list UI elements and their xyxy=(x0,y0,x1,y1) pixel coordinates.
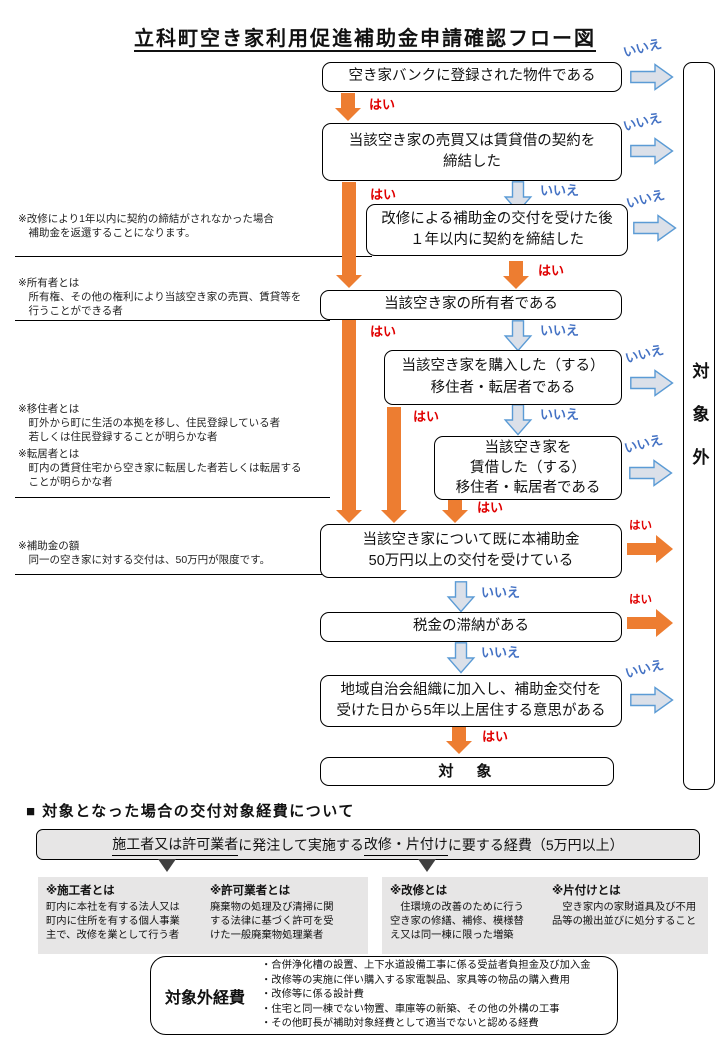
pointer-triangle-icon xyxy=(418,859,436,872)
yes-label: はい xyxy=(538,263,565,278)
definition-licensed-operator: ※許可業者とは 廃棄物の処理及び清掃に関 する法律に基づく許可を受 けた一般廃棄… xyxy=(210,882,360,949)
pointer-triangle-icon xyxy=(158,859,176,872)
definition-title: ※施工者とは xyxy=(46,885,115,897)
excluded-item: ・改修等に係る設計費 xyxy=(261,989,364,1001)
definition-block-left: ※施工者とは 町内に本社を有する法人又は 町内に住所を有する個人事業 主で、改修… xyxy=(38,877,368,954)
expense-main-part: 改修・片付け xyxy=(363,834,448,856)
no-arrow-right-icon xyxy=(630,63,674,91)
no-label: いいえ xyxy=(622,431,665,456)
yes-label: はい xyxy=(370,187,397,202)
yes-arrow-down-icon xyxy=(503,261,529,289)
expense-main-box: 施工者又は許可業者に発注して実施する改修・片付けに要する経費（5万円以上） xyxy=(36,829,700,860)
note-divider xyxy=(15,320,330,321)
definition-cleanup: ※片付けとは 空き家内の家財道具及び不用 品等の搬出並びに処分すること xyxy=(552,882,700,949)
excluded-item: ・改修等の実施に伴い購入する家電製品、家具等の物品の購入費用 xyxy=(261,974,570,986)
note-owner-definition: ※所有者とは 所有権、その他の権利により当該空き家の売買、賃貸等を 行うことがで… xyxy=(18,277,302,318)
yes-arrow-down-icon xyxy=(446,727,472,754)
expense-section-heading: ■ 対象となった場合の交付対象経費について xyxy=(26,803,355,820)
no-label: いいえ xyxy=(621,35,664,60)
no-label: いいえ xyxy=(540,407,580,422)
flow-box-owner: 当該空き家の所有者である xyxy=(320,290,622,320)
excluded-item: ・その他町長が補助対象経費として適当でないと認める経費 xyxy=(261,1018,539,1030)
excluded-expenses-label: 対象外経費 xyxy=(165,989,246,1007)
no-label: いいえ xyxy=(481,585,521,600)
expense-main-part: 施工者又は許可業者 xyxy=(112,834,239,856)
flow-box-renter-immigrant: 当該空き家を 賃借した（する） 移住者・転居者である xyxy=(434,436,622,500)
note-subsidy-limit: ※補助金の額 同一の空き家に対する交付は、50万円が限度です。 xyxy=(18,540,271,567)
definition-body: 廃棄物の処理及び清掃に関 する法律に基づく許可を受 けた一般廃棄物処理業者 xyxy=(210,902,334,942)
flow-box-residence-intent: 地域自治会組織に加入し、補助金交付を 受けた日から5年以上居住する意思がある xyxy=(320,675,622,727)
flow-box-result-eligible: 対 象 xyxy=(320,757,614,786)
yes-label: はい xyxy=(370,324,397,339)
yes-label: はい xyxy=(477,500,504,515)
no-arrow-down-icon xyxy=(503,320,533,352)
exclusion-column: 対象外 xyxy=(683,62,715,790)
yes-arrow-down-icon xyxy=(336,320,362,523)
yes-label: はい xyxy=(413,409,440,424)
flow-box-contract-concluded: 当該空き家の売買又は賃貸借の契約を 締結した xyxy=(322,123,622,181)
note-mover-definition: ※転居者とは 町内の賃貸住宅から空き家に転居した者若しくは転居する ことが明らか… xyxy=(18,448,302,489)
flow-box-already-received: 当該空き家について既に本補助金 50万円以上の交付を受けている xyxy=(320,524,622,578)
no-arrow-down-icon xyxy=(446,581,476,613)
note-divider xyxy=(15,256,372,257)
no-label: いいえ xyxy=(623,341,666,366)
note-renovation-refund: ※改修により1年以内に契約の締結がされなかった場合 補助金を返還することになりま… xyxy=(18,213,274,240)
yes-label: はい xyxy=(482,729,509,744)
no-arrow-right-icon xyxy=(629,459,673,487)
flow-box-buyer-immigrant: 当該空き家を購入した（する） 移住者・転居者である xyxy=(384,350,622,405)
no-label: いいえ xyxy=(481,645,521,660)
no-arrow-down-icon xyxy=(503,404,533,436)
excluded-item: ・合併浄化槽の設置、上下水道設備工事に係る受益者負担金及び加入金 xyxy=(261,959,591,971)
definition-title: ※改修とは xyxy=(390,885,448,897)
no-label: いいえ xyxy=(540,323,580,338)
flow-box-renovation-contract: 改修による補助金の交付を受けた後 １年以内に契約を締結した xyxy=(366,204,628,256)
yes-arrow-right-icon xyxy=(627,609,673,637)
no-arrow-right-icon xyxy=(633,214,677,242)
exclusion-label: 対象外 xyxy=(689,361,709,491)
definition-block-right: ※改修とは 住環境の改善のために行う 空き家の修繕、補修、模様替 え又は同一棟に… xyxy=(382,877,708,954)
definition-body: 町内に本社を有する法人又は 町内に住所を有する個人事業 主で、改修を業として行う… xyxy=(46,902,180,942)
yes-label: はい xyxy=(629,594,652,606)
yes-arrow-down-icon xyxy=(335,93,361,121)
yes-arrow-down-icon xyxy=(381,407,407,523)
note-immigrant-definition: ※移住者とは 町外から町に生活の本拠を移し、住民登録している者 若しくは住民登録… xyxy=(18,403,281,444)
yes-arrow-down-icon xyxy=(442,499,468,523)
no-arrow-right-icon xyxy=(630,137,674,165)
flow-box-bank-registered: 空き家バンクに登録された物件である xyxy=(322,62,622,92)
page-title: 立科町空き家利用促進補助金申請確認フロー図 xyxy=(134,28,596,50)
no-arrow-right-icon xyxy=(630,686,674,714)
definition-title: ※片付けとは xyxy=(552,885,621,897)
excluded-expenses-box: 対象外経費 ・合併浄化槽の設置、上下水道設備工事に係る受益者負担金及び加入金 ・… xyxy=(150,956,618,1035)
definition-body: 住環境の改善のために行う 空き家の修繕、補修、模様替 え又は同一棟に限った増築 xyxy=(390,902,524,942)
no-label: いいえ xyxy=(624,186,667,211)
yes-arrow-down-icon xyxy=(336,182,362,288)
excluded-item: ・住宅と同一棟でない物置、車庫等の新築、その他の外構の工事 xyxy=(261,1003,560,1015)
expense-main-part: に発注して実施する xyxy=(238,836,364,853)
no-label: いいえ xyxy=(623,656,666,681)
definition-renovation: ※改修とは 住環境の改善のために行う 空き家の修繕、補修、模様替 え又は同一棟に… xyxy=(390,882,538,949)
no-arrow-down-icon xyxy=(446,642,476,674)
excluded-expenses-list: ・合併浄化槽の設置、上下水道設備工事に係る受益者負担金及び加入金 ・改修等の実施… xyxy=(261,959,591,1032)
no-label: いいえ xyxy=(540,183,580,198)
yes-label: はい xyxy=(629,520,652,532)
definition-body: 空き家内の家財道具及び不用 品等の搬出並びに処分すること xyxy=(552,902,697,928)
definition-contractor: ※施工者とは 町内に本社を有する法人又は 町内に住所を有する個人事業 主で、改修… xyxy=(46,882,196,949)
yes-arrow-right-icon xyxy=(627,535,673,563)
definition-title: ※許可業者とは xyxy=(210,885,291,897)
flow-box-tax-arrears: 税金の滞納がある xyxy=(320,612,622,642)
no-label: いいえ xyxy=(621,109,664,134)
expense-main-part: に要する経費（5万円以上） xyxy=(447,836,624,853)
yes-label: はい xyxy=(369,97,396,112)
note-divider xyxy=(15,497,330,498)
no-arrow-right-icon xyxy=(630,369,674,397)
note-divider xyxy=(15,574,322,575)
